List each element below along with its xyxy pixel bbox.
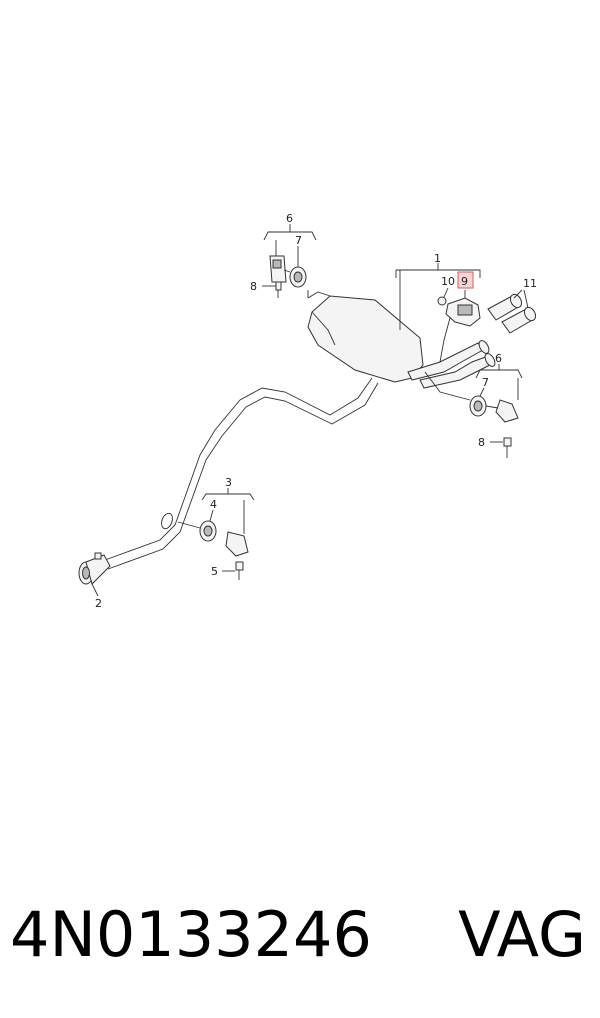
pipe-clamp	[78, 552, 111, 585]
rear-muffler	[307, 290, 496, 401]
callout-5: 5	[211, 565, 218, 578]
part-number: 4N0133246	[10, 898, 372, 971]
flap-actuator	[437, 296, 481, 363]
callout-6-right: 6	[495, 352, 502, 365]
callout-8-top: 8	[250, 280, 257, 293]
front-hanger	[262, 255, 307, 298]
callout-7-right: 7	[482, 376, 489, 389]
callout-4: 4	[210, 498, 217, 511]
brand-name: VAG	[458, 898, 586, 971]
middle-hanger	[177, 520, 249, 580]
callout-7-top: 7	[295, 234, 302, 247]
exhaust-system-diagram: 1 2 3 4 5 6 6 7 7 8 8 9 10 11	[78, 212, 537, 610]
callout-9: 9	[461, 275, 468, 288]
tail-pipe-trims	[487, 293, 537, 334]
callout-1: 1	[434, 252, 441, 265]
callout-3: 3	[225, 476, 232, 489]
callout-10: 10	[441, 275, 455, 288]
highlight-box-part-9	[457, 271, 474, 289]
exhaust-pipe	[104, 377, 379, 570]
callout-2: 2	[95, 597, 102, 610]
callout-8-right: 8	[478, 436, 485, 449]
callout-11: 11	[523, 277, 537, 290]
callout-6-top: 6	[286, 212, 293, 225]
callout-labels: 1 2 3 4 5 6 6 7 7 8 8 9 10 11	[95, 212, 537, 610]
leader-lines	[91, 224, 529, 597]
rear-hanger	[469, 395, 519, 458]
